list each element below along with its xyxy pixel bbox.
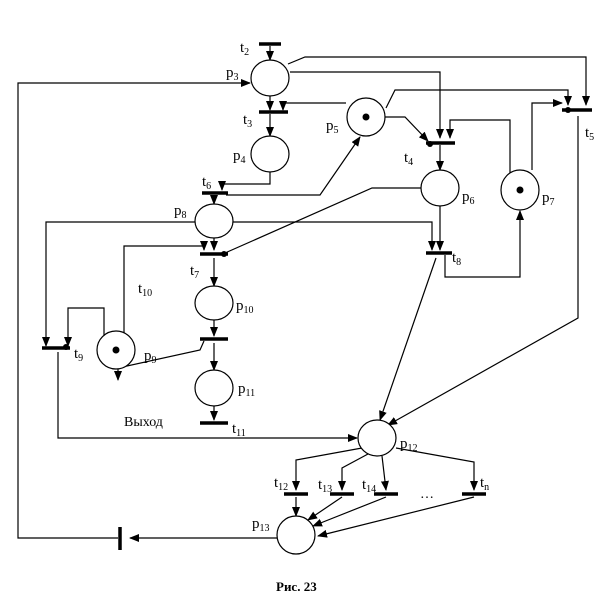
arc-t5-p12 bbox=[387, 116, 579, 426]
label-t8: t8 bbox=[452, 250, 461, 268]
label-p11: p11 bbox=[238, 381, 255, 399]
labels: t2 p3 t3 p4 p5 t4 t5 p6 p7 t6 p8 t7 t8 t… bbox=[74, 40, 594, 594]
place-p11 bbox=[194, 369, 234, 407]
arc-p12-t13 bbox=[338, 453, 369, 491]
label-tn: tn bbox=[480, 475, 489, 493]
places bbox=[96, 59, 540, 555]
label-exit: Выход bbox=[124, 415, 163, 430]
arc-p7-t4 bbox=[446, 119, 511, 180]
arc-endpoints bbox=[63, 107, 571, 350]
label-p9: p9 bbox=[144, 348, 157, 366]
arc-tn-p13 bbox=[317, 496, 475, 538]
token-p5 bbox=[362, 113, 370, 121]
place-p12 bbox=[357, 419, 397, 457]
arc-t6-p5 bbox=[226, 136, 361, 196]
arc-t8-p12 bbox=[379, 257, 437, 421]
token-p7 bbox=[516, 186, 524, 194]
tokens bbox=[112, 113, 524, 354]
label-p3: p3 bbox=[226, 65, 239, 83]
arc-p5-t4 bbox=[384, 116, 429, 142]
arc-p8-t8 bbox=[232, 221, 436, 251]
transitions bbox=[42, 42, 592, 550]
arc-t13-p13 bbox=[307, 496, 343, 521]
label-p8: p8 bbox=[174, 203, 187, 221]
arc-t8-p7 bbox=[444, 210, 524, 278]
arc-p12-tn bbox=[395, 447, 478, 491]
label-t12: t12 bbox=[274, 475, 288, 493]
arc-t9-p12 bbox=[57, 352, 358, 442]
label-p6: p6 bbox=[462, 189, 475, 207]
place-p8 bbox=[194, 203, 234, 239]
arc-p6-t7 bbox=[224, 187, 422, 254]
label-t2: t2 bbox=[240, 40, 249, 58]
figure-caption: Рис. 23 bbox=[276, 579, 317, 594]
arc-p12-t12 bbox=[292, 447, 363, 491]
label-t4: t4 bbox=[404, 150, 413, 168]
label-p7: p7 bbox=[542, 190, 555, 208]
label-p13: p13 bbox=[252, 516, 270, 534]
arc-p3-t4 bbox=[290, 71, 444, 139]
label-t6: t6 bbox=[202, 174, 211, 192]
label-t13: t13 bbox=[318, 477, 332, 495]
arc-t1-p3 bbox=[17, 79, 251, 539]
label-t11: t11 bbox=[232, 421, 246, 439]
arc-p9-t7 bbox=[123, 241, 208, 335]
label-p5: p5 bbox=[326, 118, 339, 136]
place-p13 bbox=[276, 515, 316, 555]
label-t3: t3 bbox=[243, 112, 252, 130]
label-p12: p12 bbox=[400, 436, 418, 454]
arc-p5-t5 bbox=[385, 89, 572, 109]
place-p3 bbox=[250, 59, 290, 97]
place-p4 bbox=[250, 135, 290, 173]
arc-p5-t3 bbox=[279, 101, 346, 111]
arc-p7-t5 bbox=[531, 99, 563, 170]
label-ellipsis: … bbox=[420, 487, 434, 502]
place-p10 bbox=[194, 285, 234, 321]
label-t9: t9 bbox=[74, 346, 83, 364]
arc-p8-t9 bbox=[42, 221, 198, 347]
arc-p12-t14 bbox=[380, 455, 389, 491]
arc-p3-t5 bbox=[287, 56, 590, 106]
label-t10: t10 bbox=[138, 281, 152, 299]
arcs bbox=[17, 46, 590, 542]
arc-p9-t9 bbox=[64, 307, 105, 347]
arc-t14-p13 bbox=[312, 496, 387, 527]
label-t7: t7 bbox=[190, 263, 199, 281]
label-t5: t5 bbox=[585, 125, 594, 143]
place-p6 bbox=[420, 169, 460, 207]
label-p4: p4 bbox=[233, 148, 246, 166]
token-p9 bbox=[112, 346, 120, 354]
label-t14: t14 bbox=[362, 477, 376, 495]
arc-t10-p9 bbox=[114, 340, 205, 381]
label-p10: p10 bbox=[236, 298, 254, 316]
arc-p4-t6 bbox=[218, 171, 271, 191]
